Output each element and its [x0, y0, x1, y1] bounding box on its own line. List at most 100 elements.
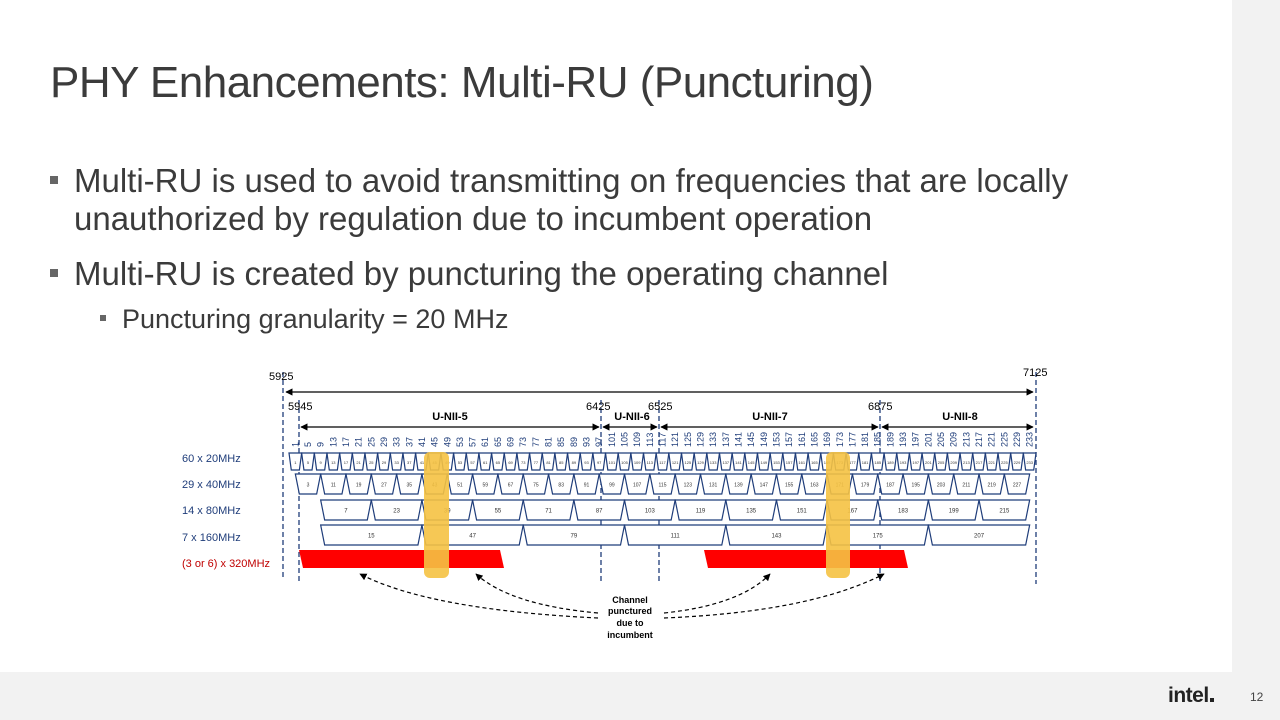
channel-number-label: 97 [594, 437, 604, 447]
row-label-160mhz: 7 x 160MHz [182, 532, 241, 544]
bullet-2-text: Multi-RU is created by puncturing the op… [74, 255, 889, 292]
channel-number-label: 117 [658, 433, 668, 447]
annotation-line-4: incumbent [607, 630, 653, 640]
channel-40mhz-label: 99 [609, 483, 615, 489]
annotation-line-1: Channel [612, 595, 648, 605]
channel-20mhz-label: 153 [773, 460, 780, 465]
channel-number-label: 113 [645, 433, 655, 447]
channel-40mhz-label: 51 [457, 483, 463, 489]
channel-80mhz-label: 215 [999, 509, 1010, 515]
punctured-subchannel-highlight [826, 452, 850, 578]
channel-number-label: 61 [480, 437, 490, 447]
channel-40mhz-label: 227 [1013, 483, 1022, 489]
bullet-1: Multi-RU is used to avoid transmitting o… [50, 162, 1184, 238]
channel-20mhz-label: 193 [900, 460, 907, 465]
channel-number-label: 161 [797, 432, 807, 447]
channel-40mhz-label: 67 [508, 483, 514, 489]
channel-40mhz [345, 473, 373, 495]
channel-80mhz [978, 499, 1031, 521]
channel-40mhz [522, 473, 550, 495]
channel-20mhz-label: 157 [786, 460, 793, 465]
footer-bar [0, 672, 1280, 720]
channel-number-label: 5 [303, 442, 313, 447]
channel-80mhz [877, 499, 930, 521]
channel-number-label: 157 [784, 432, 794, 447]
band-label-unii7: U-NII-7 [752, 411, 787, 423]
channel-20mhz [376, 452, 391, 471]
channel-160mhz-label: 15 [368, 534, 375, 540]
sub-bullet: Puncturing granularity = 20 MHz [100, 304, 509, 335]
channel-20mhz [313, 452, 328, 471]
channel-20mhz [972, 452, 987, 471]
channel-20mhz-label: 177 [849, 460, 856, 465]
channel-20mhz [883, 452, 898, 471]
row-label-80mhz: 14 x 80MHz [182, 505, 241, 517]
channel-20mhz-label: 113 [647, 460, 654, 465]
channel-40mhz [446, 473, 474, 495]
channel-20mhz [946, 452, 961, 471]
channel-20mhz-label: 61 [483, 460, 488, 465]
channel-number-label: 65 [493, 437, 503, 447]
bullet-marker [50, 176, 58, 184]
channel-number-label: 29 [379, 437, 389, 447]
channel-20mhz-label: 117 [659, 460, 666, 465]
channel-80mhz-label: 151 [797, 509, 808, 515]
channel-80mhz [674, 499, 727, 521]
channel-20mhz-label: 17 [344, 460, 349, 465]
channel-number-label: 233 [1025, 432, 1035, 447]
channel-80mhz-label: 103 [645, 509, 656, 515]
channel-40mhz [674, 473, 702, 495]
channel-number-label: 109 [632, 432, 642, 447]
channel-80mhz [319, 499, 373, 521]
channel-20mhz [465, 452, 480, 471]
channel-20mhz-label: 97 [597, 460, 602, 465]
channel-20mhz-label: 77 [534, 460, 539, 465]
channel-20mhz-label: 81 [546, 460, 551, 465]
channel-20mhz-label: 225 [1001, 460, 1008, 465]
channel-160mhz [623, 524, 727, 546]
channel-number-label: 25 [366, 437, 376, 447]
channel-20mhz-label: 13 [331, 460, 336, 465]
channel-20mhz [604, 452, 619, 471]
channel-number-label: 93 [582, 437, 592, 447]
channel-40mhz [801, 473, 828, 495]
channel-number-label: 41 [417, 437, 427, 447]
channel-number-label: 17 [341, 437, 351, 447]
channel-40mhz-label: 107 [633, 483, 642, 489]
channel-20mhz-label: 9 [320, 460, 323, 465]
channel-40mhz [725, 473, 752, 495]
channel-number-label: 89 [569, 437, 579, 447]
channel-number-label: 149 [759, 432, 769, 447]
channel-20mhz-label: 229 [1014, 460, 1021, 465]
channel-40mhz-label: 187 [886, 483, 895, 489]
channel-number-label: 201 [923, 432, 933, 447]
channel-number-label: 225 [999, 432, 1009, 447]
channel-40mhz [497, 473, 524, 495]
channel-40mhz-label: 147 [760, 483, 769, 489]
channel-20mhz [478, 452, 493, 471]
channel-20mhz [997, 452, 1012, 471]
channel-40mhz [927, 473, 955, 495]
channel-40mhz [649, 473, 676, 495]
channel-20mhz-label: 137 [722, 460, 729, 465]
freq-6875: 6875 [868, 401, 892, 413]
channel-40mhz-label: 131 [709, 483, 718, 489]
channel-number-label: 1 [290, 442, 300, 447]
channel-20mhz-label: 65 [496, 460, 501, 465]
channel-40mhz-label: 163 [810, 483, 819, 489]
sub-bullet-text: Puncturing granularity = 20 MHz [122, 304, 509, 334]
channel-20mhz-label: 133 [710, 460, 717, 465]
channel-20mhz-label: 197 [912, 460, 919, 465]
channel-40mhz [851, 473, 879, 495]
channel-20mhz-label: 213 [963, 460, 970, 465]
channel-20mhz-label: 181 [862, 460, 869, 465]
row-label-20mhz: 60 x 20MHz [182, 453, 241, 465]
channel-number-label: 137 [721, 432, 731, 447]
channel-20mhz [389, 452, 404, 471]
channel-number-label: 209 [949, 432, 959, 447]
channel-40mhz [573, 473, 600, 495]
freq-5945: 5945 [288, 401, 312, 413]
channel-20mhz-label: 129 [697, 460, 704, 465]
channel-20mhz-label: 105 [621, 460, 628, 465]
channel-40mhz-label: 211 [962, 483, 970, 489]
